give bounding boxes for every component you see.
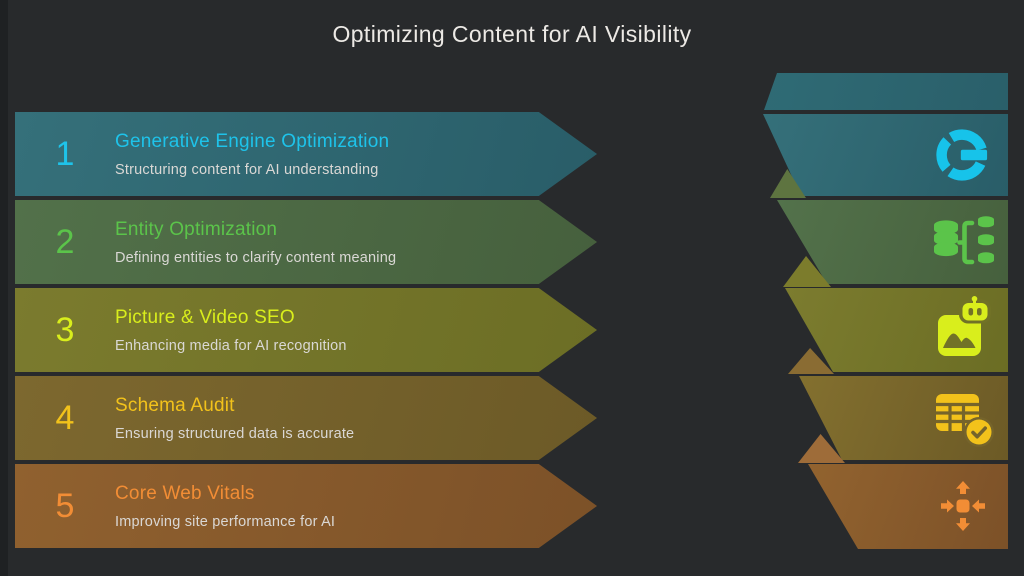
step-description: Structuring content for AI understanding bbox=[115, 161, 379, 178]
step-title: Schema Audit bbox=[115, 394, 235, 416]
step-number: 3 bbox=[55, 311, 75, 349]
step-title: Picture & Video SEO bbox=[115, 306, 295, 328]
ribbon-segment-top bbox=[764, 73, 1008, 110]
step-band-3: 3 Picture & Video SEO Enhancing media fo… bbox=[15, 288, 597, 372]
step-text-block: Generative Engine Optimization Structuri… bbox=[115, 131, 389, 178]
step-description: Improving site performance for AI bbox=[115, 513, 336, 530]
schema-table-check-icon bbox=[934, 392, 994, 447]
move-arrows-icon bbox=[937, 480, 989, 532]
page-title: Optimizing Content for AI Visibility bbox=[332, 21, 692, 47]
step-title: Entity Optimization bbox=[115, 218, 278, 240]
step-number: 2 bbox=[55, 223, 75, 261]
step-number: 5 bbox=[55, 487, 75, 525]
step-band-1: 1 Generative Engine Optimization Structu… bbox=[15, 112, 597, 196]
image-robot-icon bbox=[936, 296, 992, 360]
step-number: 1 bbox=[55, 135, 75, 173]
entity-database-icon bbox=[932, 214, 996, 271]
step-text-block: Entity Optimization Defining entities to… bbox=[115, 219, 396, 266]
step-title: Core Web Vitals bbox=[115, 482, 255, 504]
google-g-icon bbox=[934, 127, 990, 183]
step-band-2: 2 Entity Optimization Defining entities … bbox=[15, 200, 597, 284]
step-band-5: 5 Core Web Vitals Improving site perform… bbox=[15, 464, 597, 548]
step-title: Generative Engine Optimization bbox=[115, 130, 390, 152]
step-text-block: Core Web Vitals Improving site performan… bbox=[115, 483, 335, 530]
step-text-block: Picture & Video SEO Enhancing media for … bbox=[115, 307, 347, 354]
step-band-4: 4 Schema Audit Ensuring structured data … bbox=[15, 376, 597, 460]
left-edge-strip bbox=[0, 0, 8, 576]
step-number: 4 bbox=[55, 399, 75, 437]
step-description: Enhancing media for AI recognition bbox=[115, 337, 347, 354]
step-text-block: Schema Audit Ensuring structured data is… bbox=[115, 395, 354, 442]
step-description: Ensuring structured data is accurate bbox=[115, 425, 355, 442]
step-description: Defining entities to clarify content mea… bbox=[115, 249, 397, 266]
